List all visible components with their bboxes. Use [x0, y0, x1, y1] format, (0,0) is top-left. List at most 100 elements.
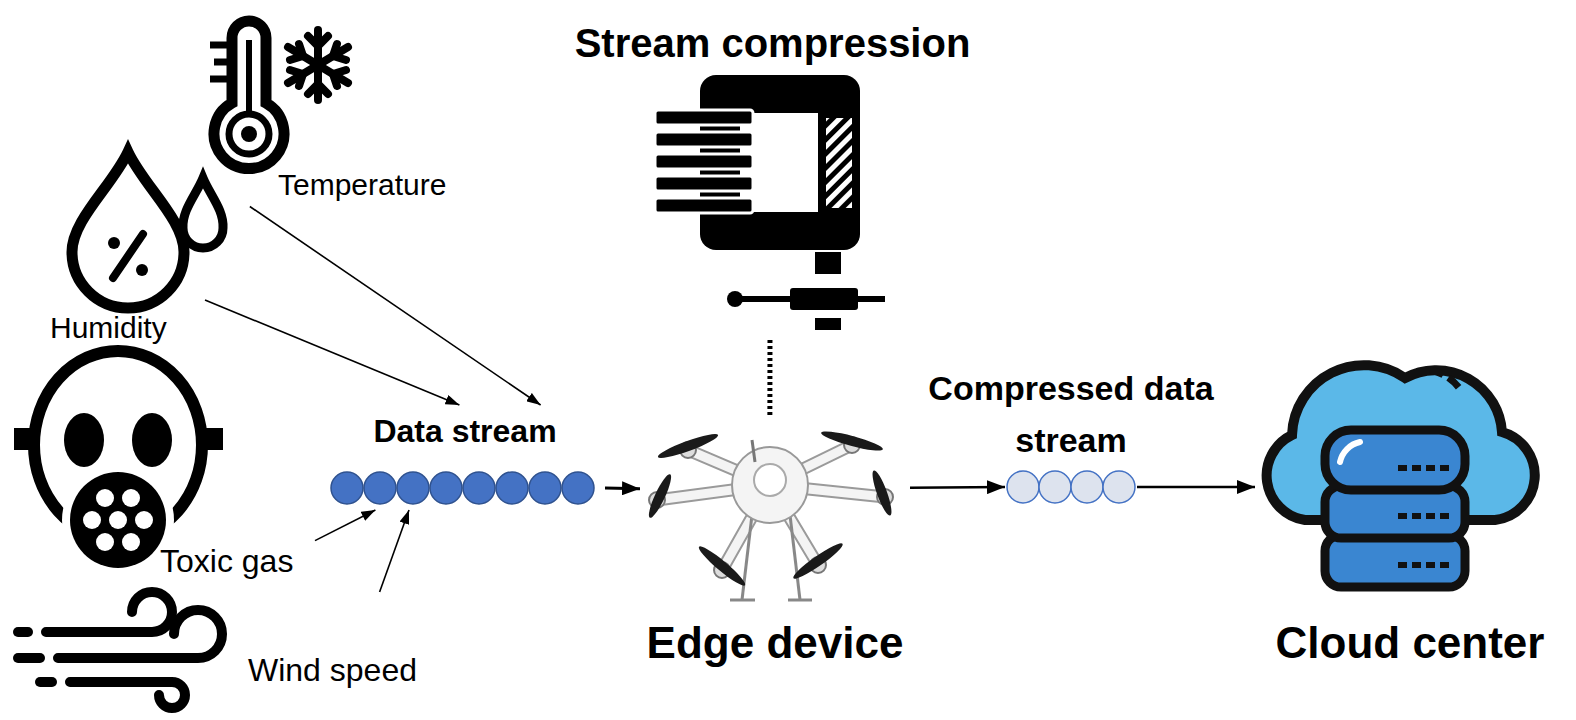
- data-stream-beads: [496, 472, 528, 504]
- data-stream-beads: [463, 472, 495, 504]
- gas-mask-icon: [96, 489, 114, 507]
- drone-picture: [657, 445, 885, 570]
- snowflake-icon: [288, 47, 348, 83]
- cloud-database-icon: [1426, 513, 1435, 519]
- snowflake-icon: [290, 70, 303, 86]
- cloud-database-icon: [1398, 465, 1449, 568]
- drone-picture: [657, 445, 885, 570]
- drone-picture: [645, 428, 895, 589]
- wind-icon: [18, 627, 28, 637]
- sensor-label-group: Wind speed: [10, 592, 450, 712]
- data-stream-beads: [430, 472, 462, 504]
- compressed-stream-node: Compressed data stream: [1005, 469, 1137, 505]
- snowflake-icon: [288, 30, 348, 100]
- cloud-database-icon: [1430, 370, 1462, 392]
- drone-picture: [790, 515, 800, 600]
- snowflake-icon: [288, 47, 348, 83]
- drone-picture: [645, 428, 895, 600]
- cloud-database-icon: [1412, 562, 1421, 568]
- flow-arrow: [910, 486, 1005, 489]
- wind-icon: [40, 677, 52, 687]
- data-stream-node: Data stream: [325, 405, 605, 510]
- flow-arrow: [250, 207, 541, 406]
- compressed-beads: [1071, 471, 1103, 503]
- drone-picture: [820, 428, 884, 454]
- drone-picture: [869, 469, 895, 518]
- compressed-beads: [1103, 471, 1135, 503]
- thermometer-icon: [210, 42, 232, 49]
- node-label: Wind speed: [248, 652, 417, 689]
- snowflake-icon: [308, 84, 328, 94]
- snowflake-icon: [290, 44, 303, 60]
- thermometer-icon: [241, 126, 257, 142]
- gas-mask-icon: [135, 511, 153, 529]
- wind-icon: [18, 592, 222, 708]
- cloud-database-icon: [1267, 365, 1535, 587]
- node-label: Compressed data stream: [906, 362, 1236, 467]
- node-label: Cloud center: [1276, 618, 1545, 669]
- flow-arrow: [315, 510, 375, 541]
- clamp-icon: [818, 92, 860, 232]
- node-label: Toxic gas: [160, 543, 293, 580]
- drone-picture: [730, 599, 755, 602]
- cloud-database-icon: [1440, 513, 1449, 519]
- cloud-database-icon: [1398, 465, 1407, 471]
- gas-mask-icon: [109, 511, 127, 529]
- cloud-database-icon: [1440, 562, 1449, 568]
- clamp-icon: [655, 176, 753, 191]
- clamp-icon: [655, 110, 753, 125]
- gas-mask-icon: [122, 489, 140, 507]
- compressed-beads: [1007, 471, 1135, 503]
- thermometer-icon: [210, 21, 284, 169]
- drone-picture: [791, 540, 846, 583]
- node-label: Temperature: [278, 168, 446, 203]
- cloud-database-icon: [1325, 430, 1465, 490]
- thermometer-icon: [246, 40, 252, 116]
- drone-picture: [788, 599, 812, 602]
- sensor-label-group: Toxic gas: [10, 355, 315, 587]
- clamp-icon: [826, 118, 852, 208]
- gas-mask-icon: [96, 533, 114, 551]
- humidity-icon: [183, 178, 223, 248]
- humidity-icon: [136, 264, 148, 276]
- drone-picture: [645, 472, 674, 520]
- drone-picture: [742, 515, 752, 600]
- data-stream-beads: [562, 472, 594, 504]
- data-stream-beads: [331, 472, 363, 504]
- drone-picture: [752, 440, 755, 462]
- gas-mask-icon: [64, 413, 104, 467]
- flow-arrow: [605, 486, 640, 490]
- drone-picture: [732, 447, 808, 523]
- drone-picture: [696, 543, 748, 589]
- humidity-icon: [72, 152, 184, 308]
- data-stream-beads: [331, 472, 594, 504]
- flow-arrow: [1137, 486, 1255, 489]
- compressed-beads: [1007, 471, 1039, 503]
- gas-mask-icon: [14, 351, 223, 576]
- drone-picture: [656, 430, 720, 461]
- cloud-database-icon: [1325, 535, 1465, 587]
- cloud-database-icon: [1412, 513, 1421, 519]
- gas-mask-icon: [122, 533, 140, 551]
- clamp-icon: [790, 288, 858, 310]
- drone-picture: [754, 464, 786, 496]
- gas-mask-icon: [62, 464, 174, 576]
- edge-device-node: Edge device: [640, 418, 910, 673]
- node-label: Humidity: [50, 311, 167, 346]
- flow-arrow: [380, 510, 409, 592]
- wind-icon: [18, 653, 40, 663]
- clamp-icon: [815, 318, 841, 330]
- clamp-icon: [655, 132, 753, 147]
- dotted-link: [767, 340, 772, 418]
- clamp-icon: [655, 75, 885, 330]
- gas-mask-icon: [70, 472, 166, 568]
- wind-icon: [70, 682, 185, 708]
- compressed-beads: [1039, 471, 1071, 503]
- flow-arrow: [205, 300, 459, 405]
- cloud-database-icon: [1426, 562, 1435, 568]
- snowflake-icon: [333, 44, 346, 60]
- clamp-icon: [655, 154, 753, 169]
